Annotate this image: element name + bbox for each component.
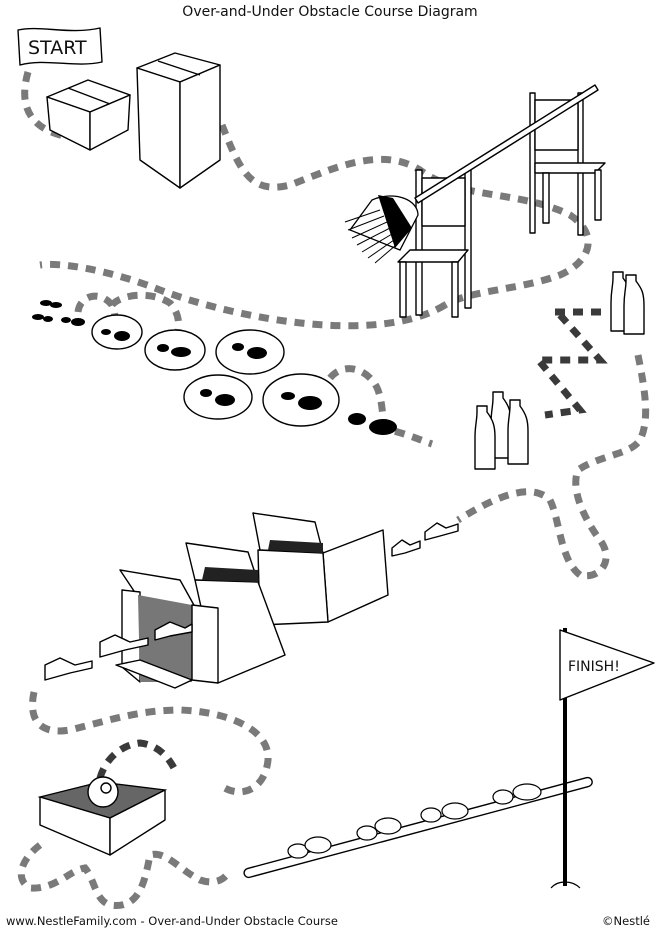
- hoops: [91, 314, 397, 435]
- start-banner: [17, 27, 103, 66]
- path-right-side: [572, 354, 650, 580]
- broom: [344, 84, 599, 264]
- bottles-bottom: [474, 391, 529, 470]
- path-chairs-to-steps: [39, 260, 447, 330]
- footer-site-credit: www.NestleFamily.com - Over-and-Under Ob…: [6, 914, 338, 928]
- page-title: Over-and-Under Obstacle Course Diagram: [182, 4, 478, 20]
- tall-box: [136, 52, 221, 189]
- bottles-top: [610, 271, 645, 335]
- path-after-tunnel: [29, 691, 272, 796]
- chair-back: [529, 92, 606, 236]
- start-flag: START: [17, 27, 103, 66]
- footer-copyright: ©Nestlé: [602, 914, 650, 928]
- hoop: [91, 314, 143, 350]
- path-bottle-zigzag: [535, 308, 608, 419]
- path-boxes-to-chairs: [218, 123, 592, 309]
- finish-flag: FINISH!: [550, 628, 655, 889]
- path-bottom-loop: [17, 842, 234, 909]
- footprints-start: [32, 300, 85, 326]
- course-path: [17, 71, 650, 909]
- balance-pole: [243, 776, 593, 879]
- path-to-tunnel: [456, 488, 583, 578]
- small-box: [46, 79, 131, 151]
- chair-front: [397, 167, 472, 318]
- box-tunnel: [44, 512, 459, 689]
- path-over-ball: [96, 739, 179, 780]
- start-label: START: [28, 37, 87, 59]
- finish-label: FINISH!: [568, 659, 620, 675]
- ball-on-box: [37, 776, 168, 856]
